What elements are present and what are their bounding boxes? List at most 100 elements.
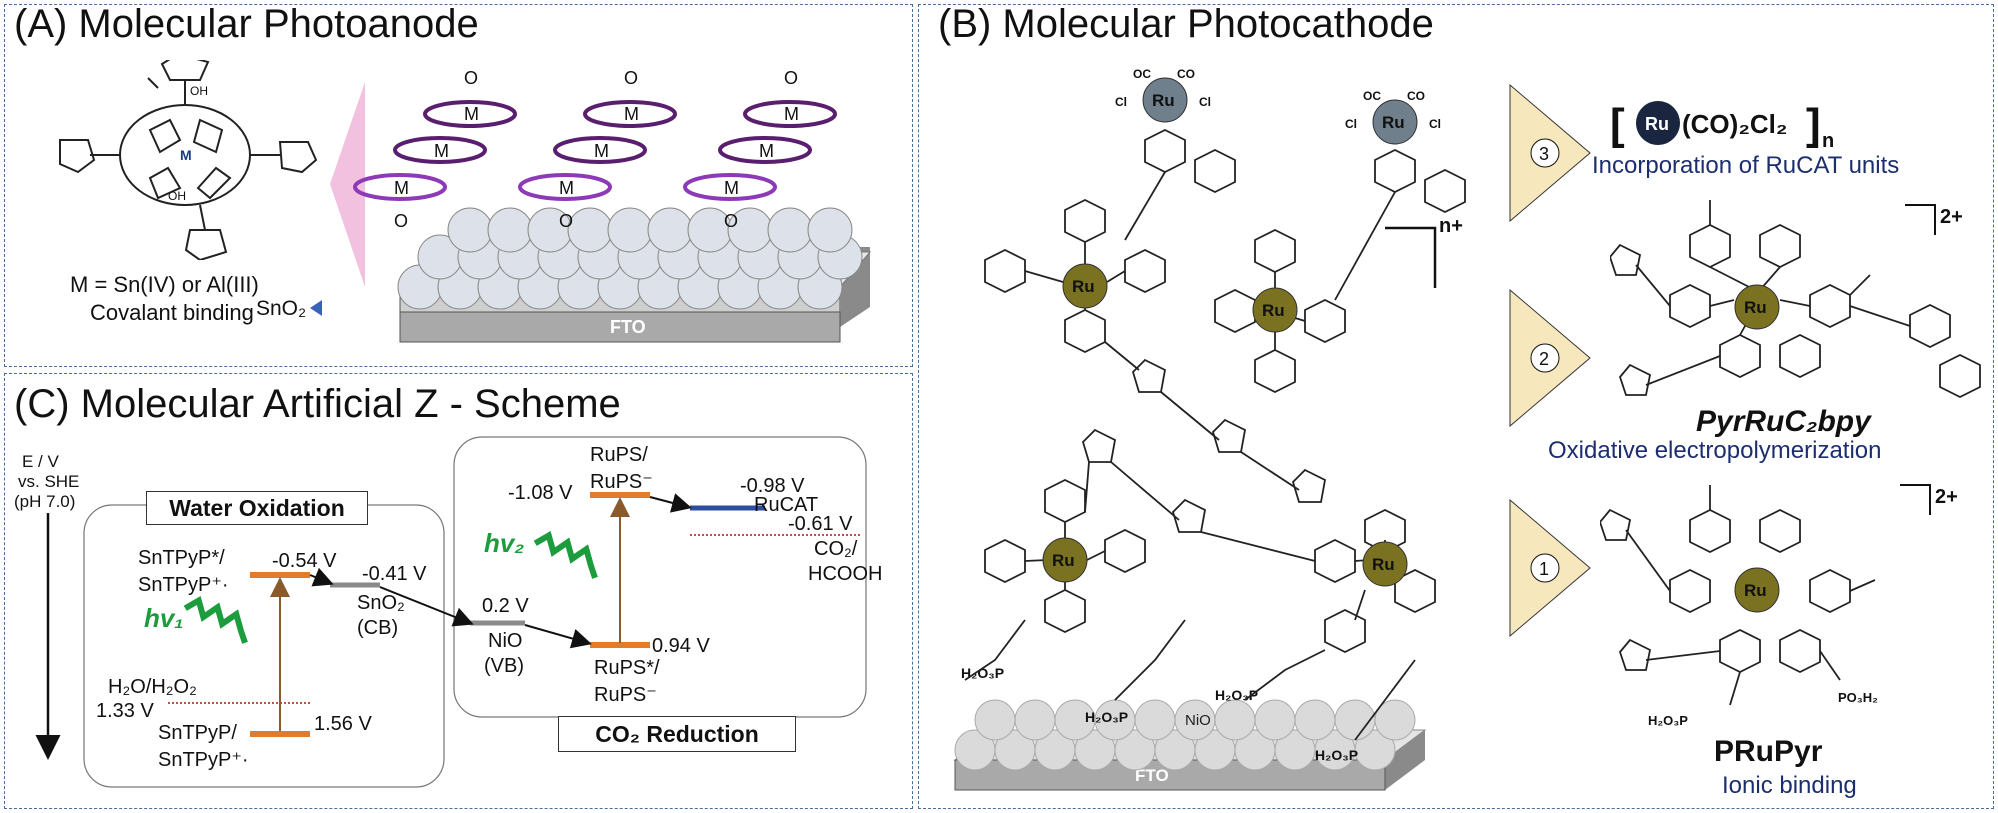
m-stack1-2: M	[434, 141, 449, 161]
step1-caption: Ionic binding	[1722, 772, 1857, 799]
co2-reduction-title: CO₂ Reduction	[558, 716, 796, 752]
ru-text-1: Ru	[1072, 277, 1095, 296]
o-top-3: O	[784, 68, 798, 88]
photocathode-electrode: FTO NiO H₂O₃P H₂O₃P H₂O₃P H₂O₃P	[953, 67, 1466, 791]
m-stack2-2: M	[594, 141, 609, 161]
v-156-label: 1.56 V	[314, 713, 372, 735]
co-1: CO	[1177, 67, 1195, 81]
cl-1a: Cl	[1115, 95, 1127, 109]
v-133-label: 1.33 V	[96, 700, 154, 722]
rucat-formula-sphere	[1636, 101, 1680, 145]
step2-number: 2	[1539, 349, 1549, 369]
oc-1: OC	[1133, 67, 1151, 81]
oh-bottom-label: OH	[168, 189, 186, 203]
sno2-arrow	[310, 300, 322, 316]
transfer-sntpyp-sno2	[309, 567, 334, 587]
step1-compound: PRuPyr	[1714, 735, 1823, 768]
ru-sphere-3	[1042, 537, 1088, 583]
sntpyp-star-label-1: SnTPyP*/	[138, 547, 225, 569]
rucat-text-2: Ru	[1382, 113, 1405, 132]
fto-slab	[399, 311, 841, 343]
z-scheme-diagram	[35, 436, 867, 788]
panel-c-title: (C) Molecular Artificial Z - Scheme	[14, 382, 621, 426]
rucat-formula-graphic: [ Ru (CO)₂Cl₂ ] n	[1610, 100, 1834, 152]
hv1-wave	[183, 595, 248, 644]
m-stack1-1: M	[394, 178, 409, 198]
panel-b-title: (B) Molecular Photocathode	[938, 2, 1434, 46]
step1-number: 1	[1539, 559, 1549, 579]
v-061-label: -0.61 V	[788, 513, 853, 535]
m-stack3-1: M	[724, 178, 739, 198]
v-098-label: -0.98 V	[740, 475, 805, 497]
svg-text:]: ]	[1806, 100, 1821, 149]
m-stack3-2: M	[759, 141, 774, 161]
water-oxidation-title: Water Oxidation	[146, 491, 368, 525]
polymer-network	[964, 128, 1466, 741]
step2-compound: PyrRuC₂bpy	[1696, 405, 1871, 438]
phosphonate-4: H₂O₃P	[1315, 747, 1358, 763]
nio-particles	[954, 699, 1416, 771]
nio-text-b: NiO	[1185, 712, 1211, 729]
o-bottom-2: O	[559, 211, 573, 231]
m-stack2-3: M	[624, 104, 639, 124]
oc-2: OC	[1363, 89, 1381, 103]
o-top-1: O	[464, 68, 478, 88]
nplus-bracket	[1385, 226, 1437, 288]
v-054-label: -0.54 V	[272, 550, 337, 572]
nplus-charge: n+	[1439, 215, 1463, 237]
v-041-label: -0.41 V	[362, 563, 427, 585]
sno2-cb-label-2: (CB)	[357, 617, 399, 639]
panel-a-title: (A) Molecular Photoanode	[14, 2, 479, 46]
rups-star-label-2: RuPS⁻	[594, 684, 657, 706]
porphyrin-structure: M OH OH	[59, 60, 318, 260]
sntpyp-star-label-2: SnTPyP⁺·	[138, 574, 229, 596]
metal-label: M = Sn(IV) or Al(III)	[70, 272, 259, 297]
v-094-label: 0.94 V	[652, 635, 710, 657]
h2o-label: H₂O/H₂O₂	[108, 676, 197, 698]
rucat-sphere-2	[1372, 99, 1418, 145]
step2-caption: Oxidative electropolymerization	[1548, 437, 1882, 464]
axis-label-she: vs. SHE	[18, 472, 80, 491]
porphyrin-stacks	[353, 100, 837, 201]
cl-2a: Cl	[1345, 117, 1357, 131]
pruypyr-structure: Ru 2+ PO₃H₂ H₂O₃P	[1600, 484, 1958, 728]
ru-text-step1: Ru	[1744, 581, 1767, 600]
m-atom-label: M	[180, 147, 192, 163]
ru-text-2: Ru	[1262, 301, 1285, 320]
rups-label-2: RuPS⁻	[590, 471, 653, 493]
ru-centers	[1042, 77, 1418, 587]
ru-text-4: Ru	[1372, 555, 1395, 574]
axis-label-ph: (pH 7.0)	[14, 492, 76, 511]
nio-vb-label-1: NiO	[488, 630, 523, 652]
m-stack2-1: M	[559, 178, 574, 198]
panel-a	[4, 4, 913, 367]
v-108-label: -1.08 V	[508, 482, 573, 504]
rucat-label: RuCAT	[754, 494, 819, 516]
axis-label-e: E / V	[22, 452, 59, 471]
rucat-formula-n: n	[1822, 130, 1834, 152]
m-stack3-3: M	[784, 104, 799, 124]
co2-label-1: CO₂/	[814, 538, 858, 560]
charge-2plus-step2: 2+	[1940, 206, 1963, 228]
step3-caption: Incorporation of RuCAT units	[1592, 152, 1900, 179]
cl-1b: Cl	[1199, 95, 1211, 109]
step3-number: 3	[1539, 144, 1549, 164]
ru-sphere-4	[1362, 541, 1408, 587]
ru-text-step2: Ru	[1744, 298, 1767, 317]
phosphonate-2: H₂O₃P	[1085, 709, 1128, 725]
phosphonate-step1-l: H₂O₃P	[1648, 713, 1688, 728]
phosphonate-1: H₂O₃P	[961, 665, 1004, 681]
rucat-text-1: Ru	[1152, 91, 1175, 110]
o-bottom-1: O	[394, 211, 408, 231]
fto-text: FTO	[610, 317, 646, 337]
sno2-particles	[397, 207, 863, 310]
co2-label-2: HCOOH	[808, 563, 883, 585]
ru-sphere-step1	[1734, 567, 1780, 613]
m-stack1-3: M	[464, 104, 479, 124]
ru-sphere-step2	[1734, 284, 1780, 330]
panel-b	[918, 4, 1994, 809]
rucat-formula-ru: Ru	[1645, 114, 1669, 134]
rups-label-1: RuPS/	[590, 444, 648, 466]
phosphonate-step1-r: PO₃H₂	[1838, 690, 1878, 705]
ru-sphere-1	[1062, 263, 1108, 309]
